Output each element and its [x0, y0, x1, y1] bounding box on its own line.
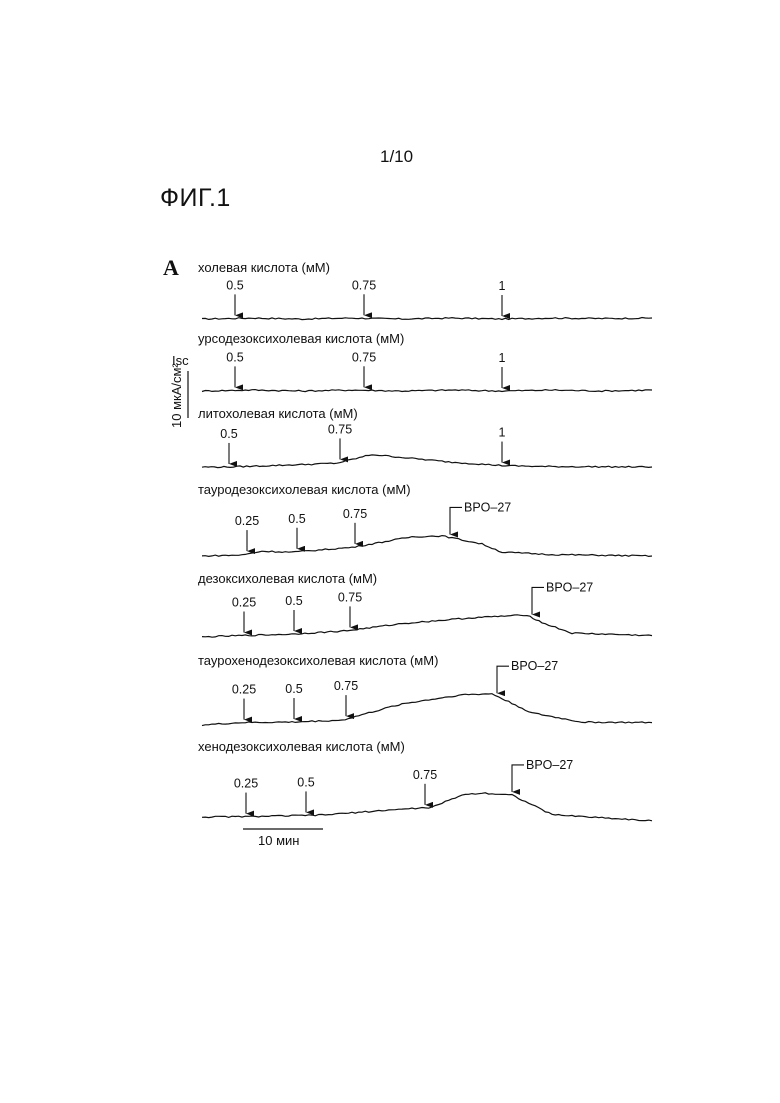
- x-scale-label: 10 мин: [258, 833, 299, 848]
- marker-label: 0.5: [226, 350, 243, 364]
- marker-label: 0.75: [352, 350, 376, 364]
- series-title: тауродезоксихолевая кислота (мМ): [198, 482, 411, 497]
- marker-label: 1: [499, 279, 506, 293]
- trace-group: урсодезоксихолевая кислота (мМ) 0.5 0.75 1: [198, 331, 652, 392]
- trace-line: [202, 318, 652, 320]
- series-title: холевая кислота (мМ): [198, 260, 330, 275]
- marker-label: 0.5: [226, 278, 243, 292]
- trace-group: хенодезоксихолевая кислота (мМ) 0.25 0.5 0.…: [198, 739, 652, 821]
- marker-label: 0.75: [352, 278, 376, 292]
- trace-line: [202, 390, 652, 392]
- marker-label: 0.75: [338, 590, 362, 604]
- y-scale-label: 10 мкА/см²: [169, 363, 184, 428]
- series-title: урсодезоксихолевая кислота (мМ): [198, 331, 404, 346]
- marker-label: 0.25: [235, 514, 259, 528]
- marker-label: 0.25: [234, 777, 258, 791]
- marker-label: 1: [499, 426, 506, 440]
- marker-arrow: [532, 587, 544, 614]
- series-title: литохолевая кислота (мМ): [198, 406, 358, 421]
- marker-label: 0.5: [297, 775, 314, 789]
- marker-arrow: [450, 507, 462, 534]
- trace-group: холевая кислота (мМ) 0.5 0.75 1: [198, 260, 652, 320]
- marker-label: BPO–27: [546, 580, 593, 594]
- marker-arrow: [512, 765, 524, 792]
- marker-label: 0.75: [413, 768, 437, 782]
- trace-group: таурохенодезоксихолевая кислота (мМ) 0.25…: [198, 653, 652, 726]
- marker-label: 0.25: [232, 683, 256, 697]
- marker-label: 0.75: [334, 679, 358, 693]
- series-title: хенодезоксихолевая кислота (мМ): [198, 739, 405, 754]
- trace-line: [202, 615, 652, 637]
- trace-group: тауродезоксихолевая кислота (мМ) 0.25 0.5 0…: [198, 482, 652, 556]
- trace-line: [202, 694, 652, 726]
- marker-label: 0.75: [328, 422, 352, 436]
- marker-label: BPO–27: [464, 500, 511, 514]
- marker-label: BPO–27: [511, 659, 558, 673]
- trace-line: [202, 536, 652, 557]
- trace-line: [202, 455, 652, 468]
- series-title: таурохенодезоксихолевая кислота (мМ): [198, 653, 438, 668]
- marker-label: 0.5: [285, 682, 302, 696]
- traces-group: холевая кислота (мМ)0.50.751урсодезоксих…: [198, 260, 652, 821]
- marker-label: BPO–27: [526, 758, 573, 772]
- trace-group: литохолевая кислота (мМ) 0.5 0.75 1: [198, 406, 652, 468]
- marker-label: 0.5: [285, 594, 302, 608]
- trace-line: [202, 793, 652, 821]
- series-title: дезоксихолевая кислота (мМ): [198, 571, 377, 586]
- marker-label: 0.5: [288, 512, 305, 526]
- marker-arrow: [497, 666, 509, 693]
- marker-label: 0.5: [220, 427, 237, 441]
- marker-label: 0.75: [343, 507, 367, 521]
- marker-label: 1: [499, 351, 506, 365]
- trace-group: дезоксихолевая кислота (мМ) 0.25 0.5 0.75 BP…: [198, 571, 652, 637]
- marker-label: 0.25: [232, 596, 256, 610]
